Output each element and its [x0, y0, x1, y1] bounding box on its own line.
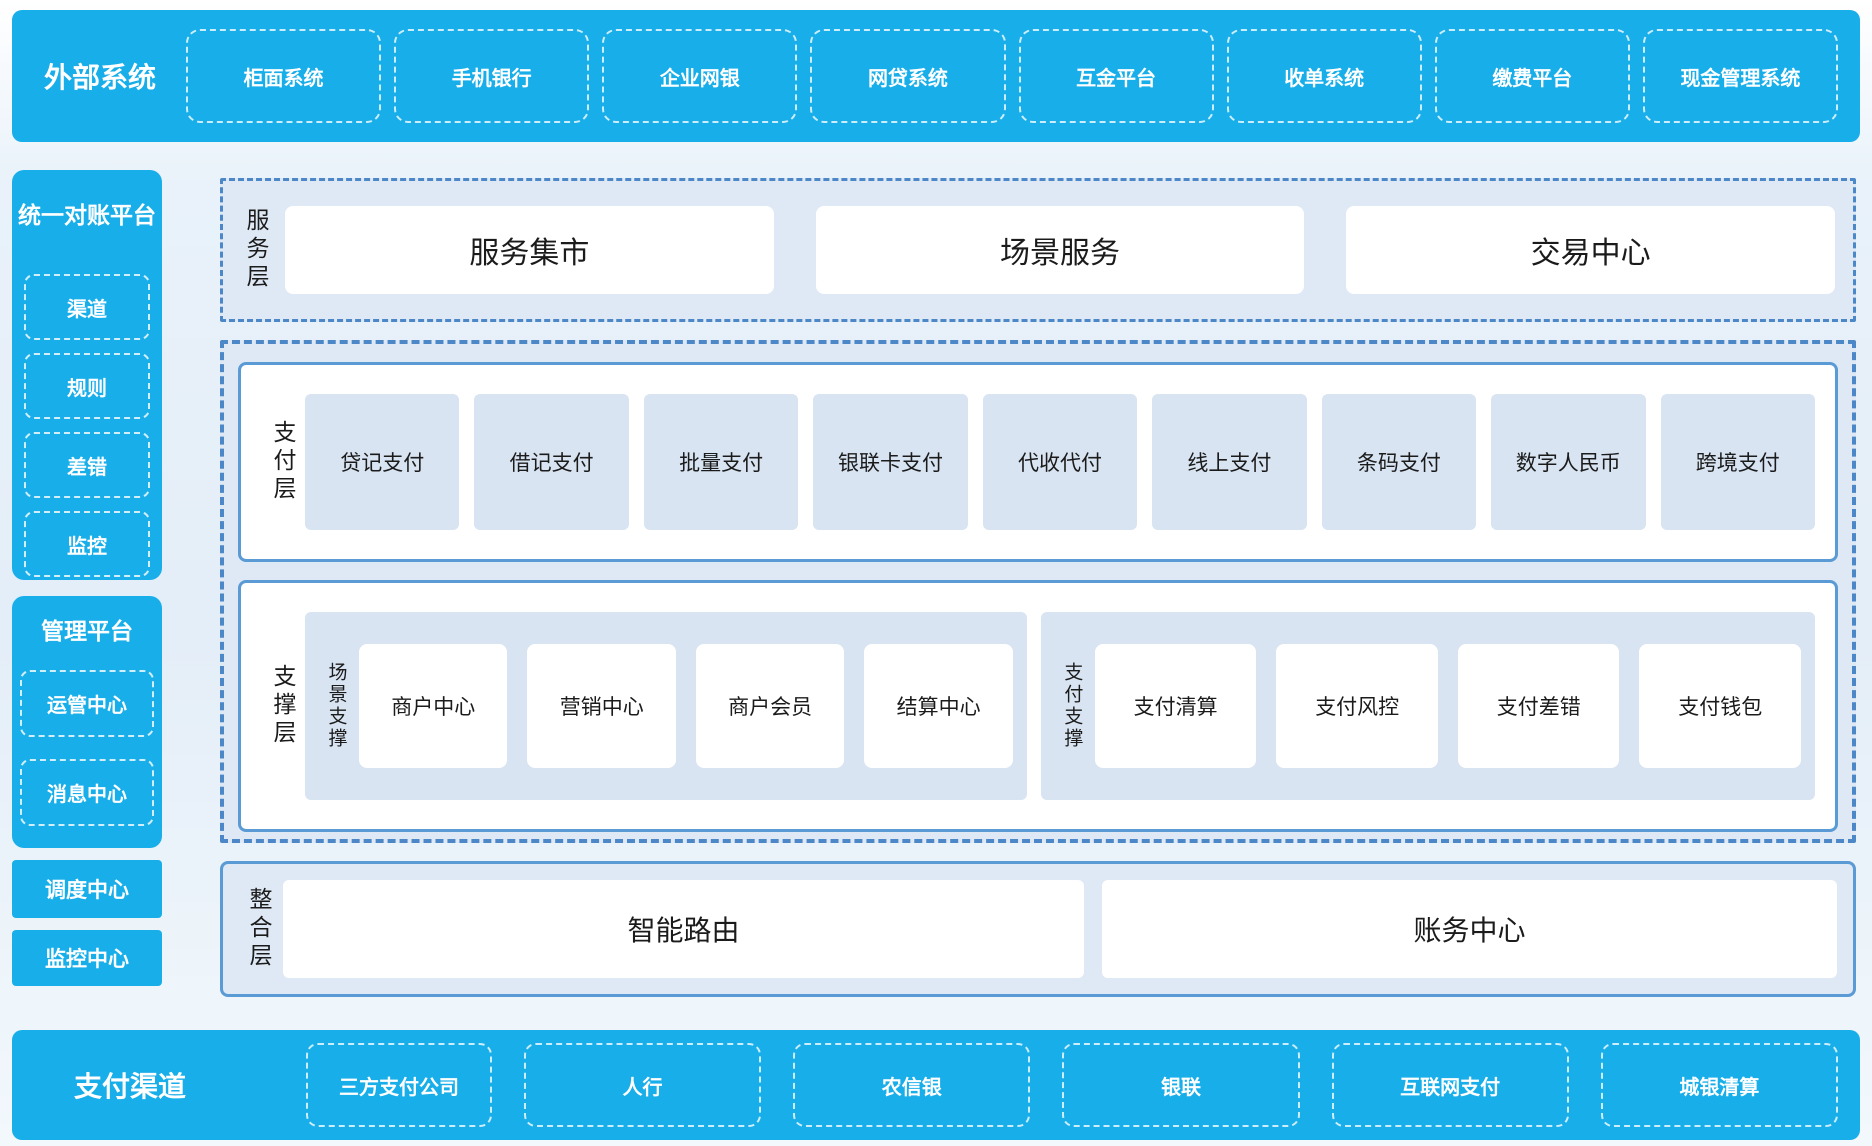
payment-channel-node: 互联网支付 — [1331, 1043, 1569, 1127]
reconciliation-node: 渠道 — [24, 274, 150, 340]
external-system-node: 缴费平台 — [1434, 29, 1630, 123]
service-layer-boxes: 服务集市场景服务交易中心 — [285, 206, 1836, 294]
management-items: 运管中心消息中心 — [20, 670, 154, 826]
external-systems-bar: 外部系统 柜面系统手机银行企业网银网贷系统互金平台收单系统缴费平台现金管理系统 — [12, 10, 1860, 142]
management-platform-title: 管理平台 — [41, 618, 133, 644]
scene-support-boxes: 商户中心营销中心商户会员结算中心 — [359, 644, 1013, 768]
payment-support-boxes: 支付清算支付风控支付差错支付钱包 — [1094, 644, 1802, 768]
payment-channel-node: 城银清算 — [1600, 1043, 1838, 1127]
scene-support-group: 场景支撑 商户中心营销中心商户会员结算中心 — [305, 612, 1027, 800]
payment-node: 数字人民币 — [1491, 394, 1646, 530]
integration-layer-label: 整合层 — [246, 887, 272, 971]
payment-channel-node: 银联 — [1062, 1043, 1300, 1127]
payment-node: 代收代付 — [982, 394, 1138, 530]
payment-support-node: 支付清算 — [1094, 644, 1257, 768]
payment-node: 银联卡支付 — [813, 394, 968, 530]
monitor-center-block: 监控中心 — [12, 930, 162, 986]
integration-node-smart-routing: 智能路由 — [283, 880, 1085, 978]
service-layer-panel: 服务层 服务集市场景服务交易中心 — [220, 178, 1856, 322]
external-system-node: 收单系统 — [1226, 29, 1422, 123]
payment-channel-node: 三方支付公司 — [306, 1043, 492, 1127]
payment-node: 批量支付 — [643, 394, 799, 530]
payment-node: 借记支付 — [474, 394, 629, 530]
reconciliation-node: 差错 — [24, 432, 150, 498]
payment-channel-node: 人行 — [523, 1043, 762, 1127]
scene-support-node: 商户中心 — [359, 644, 508, 768]
payment-channels-bar: 支付渠道 三方支付公司人行农信银银联互联网支付城银清算 — [12, 1030, 1860, 1140]
payment-layer-boxes: 贷记支付借记支付批量支付银联卡支付代收代付线上支付条码支付数字人民币跨境支付 — [305, 394, 1815, 530]
management-node: 运管中心 — [20, 670, 154, 737]
integration-layer-boxes: 智能路由 账务中心 — [283, 880, 1837, 978]
reconciliation-node: 规则 — [24, 353, 150, 419]
integration-node-accounting-center: 账务中心 — [1102, 880, 1837, 978]
external-systems-title: 外部系统 — [43, 62, 156, 93]
payment-node: 贷记支付 — [305, 394, 460, 530]
reconciliation-items: 渠道规则差错监控 — [24, 274, 150, 577]
payment-support-node: 支付钱包 — [1639, 644, 1802, 768]
reconciliation-node: 监控 — [24, 511, 150, 577]
support-layer-label: 支撑层 — [270, 664, 296, 748]
payment-node: 条码支付 — [1321, 394, 1477, 530]
payment-support-node: 支付差错 — [1457, 644, 1620, 768]
reconciliation-platform-title: 统一对账平台 — [18, 202, 156, 228]
external-system-node: 网贷系统 — [810, 29, 1006, 123]
scene-support-label: 场景支撑 — [325, 662, 347, 750]
external-system-node: 柜面系统 — [186, 29, 382, 123]
integration-layer-panel: 整合层 智能路由 账务中心 — [220, 861, 1856, 997]
external-system-node: 手机银行 — [394, 29, 590, 123]
support-groups: 场景支撑 商户中心营销中心商户会员结算中心 支付支撑 支付清算支付风控支付差错支… — [305, 612, 1815, 800]
support-layer-panel: 支撑层 场景支撑 商户中心营销中心商户会员结算中心 支付支撑 支付清算支付风控支… — [238, 580, 1838, 832]
external-system-node: 互金平台 — [1018, 29, 1214, 123]
payment-layer-panel: 支付层 贷记支付借记支付批量支付银联卡支付代收代付线上支付条码支付数字人民币跨境… — [238, 362, 1838, 562]
payment-channel-node: 农信银 — [793, 1043, 1031, 1127]
service-layer-label: 服务层 — [243, 208, 269, 292]
payment-support-label: 支付支撑 — [1061, 662, 1083, 750]
payment-channels-items: 三方支付公司人行农信银银联互联网支付城银清算 — [306, 1043, 1838, 1127]
external-system-node: 现金管理系统 — [1642, 29, 1838, 123]
payment-support-node: 支付风控 — [1276, 644, 1438, 768]
service-node: 场景服务 — [815, 206, 1305, 294]
service-node: 交易中心 — [1346, 206, 1836, 294]
payment-layer-label: 支付层 — [270, 420, 296, 504]
external-systems-items: 柜面系统手机银行企业网银网贷系统互金平台收单系统缴费平台现金管理系统 — [186, 29, 1838, 123]
payment-channels-title: 支付渠道 — [73, 1071, 186, 1102]
external-system-node: 企业网银 — [602, 29, 798, 123]
service-node: 服务集市 — [285, 206, 774, 294]
reconciliation-platform-panel: 统一对账平台 渠道规则差错监控 — [12, 170, 162, 580]
management-node: 消息中心 — [20, 759, 154, 826]
payment-node: 线上支付 — [1152, 394, 1307, 530]
scene-support-node: 结算中心 — [864, 644, 1013, 768]
payment-node: 跨境支付 — [1660, 394, 1815, 530]
scene-support-node: 营销中心 — [527, 644, 676, 768]
payment-support-group: 支付支撑 支付清算支付风控支付差错支付钱包 — [1040, 612, 1815, 800]
scene-support-node: 商户会员 — [695, 644, 845, 768]
dispatch-center-block: 调度中心 — [12, 860, 162, 918]
management-platform-panel: 管理平台 运管中心消息中心 — [12, 596, 162, 848]
core-layers-wrapper: 支付层 贷记支付借记支付批量支付银联卡支付代收代付线上支付条码支付数字人民币跨境… — [220, 340, 1856, 843]
